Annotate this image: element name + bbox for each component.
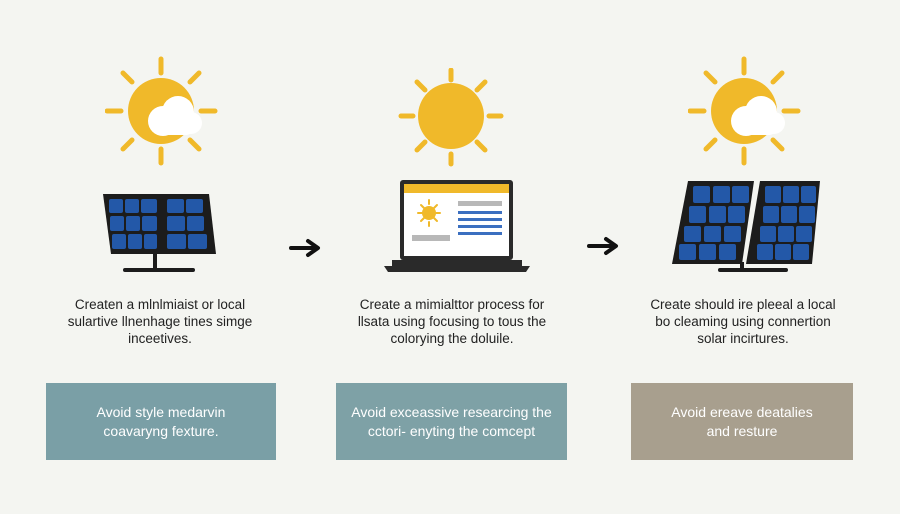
step-2-caption-line-2: llsata using focusing to tous the	[357, 314, 547, 329]
sun-icon	[398, 68, 504, 167]
step-2-caption-line-1: Create a mimialttor process for	[359, 297, 545, 312]
step-1-caption-line-3: inceetives.	[128, 331, 192, 346]
step-1-note-line-2: coavaryng fexture.	[103, 422, 219, 439]
step-1-caption-line-1: Createn a mlnlmiaist or local	[74, 297, 246, 312]
step-1-caption-line-2: sulartive llnenhage tines simge	[67, 314, 253, 329]
step-2-caption-line-3: colorying the doluile.	[390, 331, 514, 346]
step-2: Create a mimialttor process for llsata u…	[300, 0, 600, 514]
arrow-right-icon	[289, 239, 320, 257]
step-3-note-line-2: and resture	[706, 422, 778, 439]
sun-behind-cloud-icon	[105, 56, 218, 166]
step-2-note-box: Avoid exceassive researcing the cctori- …	[336, 383, 567, 460]
step-3-caption-line-2: bo cleaming using connertion	[655, 314, 831, 329]
step-2-caption: Create a mimialttor process for llsata u…	[302, 296, 602, 347]
step-3-note-box: Avoid ereave deatalies and resture	[631, 383, 853, 460]
step-3-caption: Create should ire pleeal a local bo clea…	[593, 296, 893, 347]
step-1-note-box: Avoid style medarvin coavaryng fexture.	[46, 383, 276, 460]
step-1-caption: Createn a mlnlmiaist or local sulartive …	[10, 296, 310, 347]
laptop-icon	[384, 180, 530, 272]
step-3-caption-line-1: Create should ire pleeal a local	[650, 297, 836, 312]
step-1: Createn a mlnlmiaist or local sulartive …	[0, 0, 320, 514]
step-1-note-line-1: Avoid style medarvin	[96, 403, 226, 420]
arrow-right-icon	[587, 237, 618, 255]
step-2-note-line-1: Avoid exceassive researcing the	[351, 403, 552, 420]
step-3-note-line-1: Avoid ereave deatalies	[671, 403, 813, 420]
step-3-caption-line-3: solar incirtures.	[697, 331, 789, 346]
step-2-note-line-2: cctori- enyting the comcept	[367, 422, 536, 439]
solar-panel-pair-icon	[672, 181, 820, 272]
step-3: Create should ire pleeal a local bo clea…	[600, 0, 900, 514]
solar-panel-icon	[103, 194, 216, 272]
sun-behind-cloud-icon	[688, 56, 801, 166]
